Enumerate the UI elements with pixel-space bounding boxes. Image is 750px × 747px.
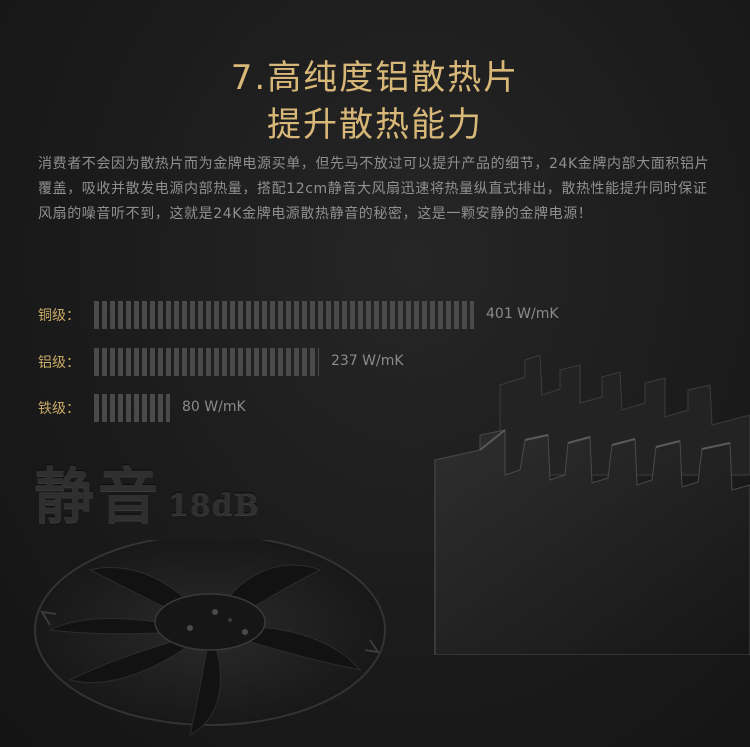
bar-label: 铁级： bbox=[38, 401, 80, 417]
fan-illustration bbox=[34, 540, 386, 736]
description-text: 消费者不会因为散热片而为金牌电源买单，但先马不放过可以提升产品的细节，24K金牌… bbox=[38, 156, 710, 222]
bar-value: 80 W/mK bbox=[182, 399, 246, 415]
bar-fill bbox=[94, 394, 170, 422]
bar-value: 237 W/mK bbox=[331, 353, 404, 369]
bar-label: 铜级： bbox=[38, 308, 80, 324]
quiet-decibel: 18dB bbox=[168, 488, 261, 523]
section-title: 7.高纯度铝散热片 bbox=[230, 58, 520, 98]
bar-fill bbox=[94, 348, 319, 376]
heatsink-illustration bbox=[434, 355, 750, 655]
bar-value: 401 W/mK bbox=[486, 306, 559, 322]
bar-fill bbox=[94, 301, 474, 329]
quiet-label: 静音 bbox=[34, 462, 162, 532]
section-subtitle: 提升散热能力 bbox=[267, 105, 483, 145]
bar-label: 铝级： bbox=[38, 355, 80, 371]
